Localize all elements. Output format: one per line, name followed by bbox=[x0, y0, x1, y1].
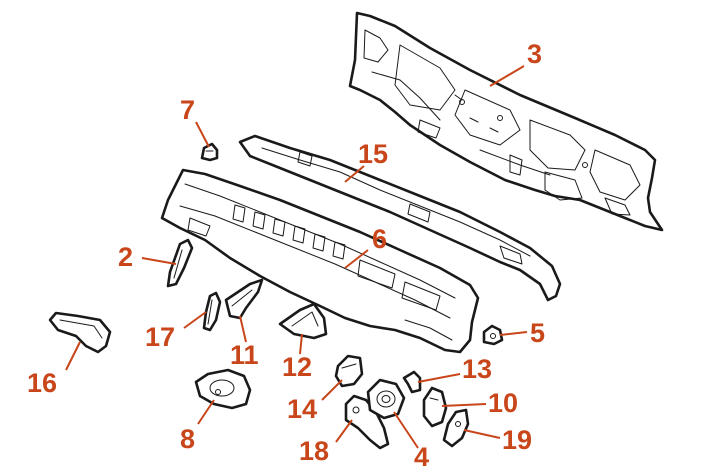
callout-5: 5 bbox=[530, 318, 545, 348]
callout-2: 2 bbox=[118, 242, 133, 272]
part-10-bracket bbox=[422, 386, 448, 428]
part-18-bracket bbox=[344, 394, 390, 450]
part-19-bracket bbox=[442, 408, 470, 448]
leader-17 bbox=[183, 311, 207, 329]
leader-8 bbox=[197, 399, 215, 425]
leader-12 bbox=[299, 333, 303, 355]
part-8-cup-bracket bbox=[194, 368, 252, 410]
callout-17: 17 bbox=[145, 322, 175, 352]
callout-18: 18 bbox=[299, 436, 329, 466]
part-16-side-bracket bbox=[48, 311, 112, 354]
part-5-clip bbox=[482, 324, 504, 346]
leader-14 bbox=[321, 379, 343, 401]
part-15-cowl-strip bbox=[238, 134, 562, 302]
leader-16 bbox=[65, 341, 81, 371]
leader-6 bbox=[344, 249, 369, 269]
callout-4: 4 bbox=[414, 442, 429, 472]
leader-13 bbox=[417, 373, 461, 383]
callout-14: 14 bbox=[287, 394, 317, 424]
leader-3 bbox=[489, 65, 525, 87]
part-12-gusset bbox=[278, 302, 328, 340]
part-6-cowl-panel bbox=[160, 168, 480, 354]
callout-6: 6 bbox=[372, 224, 387, 254]
part-14-block bbox=[334, 354, 364, 388]
part-7-bracket bbox=[200, 142, 219, 162]
leader-7 bbox=[195, 121, 210, 148]
part-4-ring-bracket bbox=[366, 378, 406, 420]
leader-10 bbox=[441, 403, 487, 407]
callout-8: 8 bbox=[180, 424, 195, 454]
leader-19 bbox=[463, 429, 501, 439]
leader-18 bbox=[335, 419, 353, 443]
leader-5 bbox=[499, 331, 528, 336]
part-17-bracket bbox=[202, 291, 222, 332]
leader-lines bbox=[65, 65, 528, 449]
callout-labels: 3 7 15 6 2 5 17 11 12 16 13 14 10 8 18 4… bbox=[27, 39, 545, 472]
part-13-angle-bracket bbox=[402, 370, 422, 394]
callout-10: 10 bbox=[488, 388, 518, 418]
callout-11: 11 bbox=[230, 340, 259, 370]
part-2-side-brace bbox=[166, 238, 194, 288]
callout-15: 15 bbox=[358, 139, 388, 169]
callout-12: 12 bbox=[282, 352, 312, 382]
callout-16: 16 bbox=[27, 368, 57, 398]
callout-13: 13 bbox=[462, 354, 492, 384]
callout-19: 19 bbox=[502, 425, 532, 455]
callout-7: 7 bbox=[180, 95, 195, 125]
leader-4 bbox=[393, 411, 419, 449]
leader-15 bbox=[344, 165, 365, 183]
callout-3: 3 bbox=[527, 39, 542, 69]
part-3-dash-panel bbox=[348, 11, 664, 232]
part-11-brace bbox=[224, 278, 264, 320]
leader-11 bbox=[239, 315, 247, 343]
leader-2 bbox=[141, 257, 177, 265]
